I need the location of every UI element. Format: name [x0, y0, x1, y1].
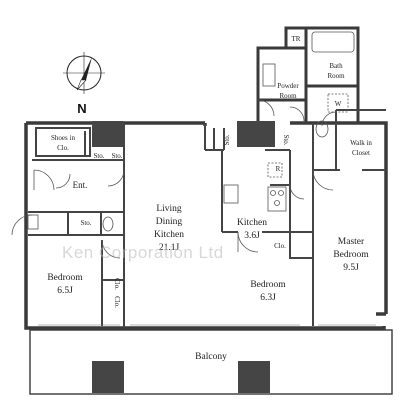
bath-walls [256, 26, 360, 123]
bedroom-left-label: Bedroom [47, 273, 83, 283]
interior-walls [28, 109, 386, 328]
walk-in-closet-label-1: Walk in [350, 139, 372, 147]
entry-shelf [27, 214, 39, 230]
storage-label: Sto. [80, 219, 91, 227]
storage-label: Sto. [282, 134, 290, 145]
column [92, 361, 124, 393]
closet-label: Clo. [113, 278, 121, 290]
toilet-icon [315, 120, 329, 138]
living-label-2: Dining [156, 217, 183, 227]
storage-label: Sto. [93, 152, 104, 160]
bedroom-mid-size: 6.3J [260, 293, 276, 303]
column [92, 121, 123, 147]
living-size: 21.1J [159, 243, 180, 253]
balcony-outline [29, 329, 393, 395]
living-label-1: Living [156, 204, 182, 214]
kitchen-label: Kitchen [237, 218, 267, 228]
bath-room-label-1: Bath [329, 62, 343, 70]
sink-icon [223, 184, 239, 204]
watermark-text: Ken Corporation Ltd [62, 243, 224, 262]
bathtub-icon [311, 31, 355, 53]
storage-label: Sto. [111, 152, 122, 160]
master-bedroom-size: 9.5J [343, 263, 359, 273]
column [237, 121, 275, 147]
refrigerator-icon [267, 162, 283, 178]
master-bedroom-label-1: Master [338, 237, 365, 247]
washer-icon [327, 93, 349, 113]
kitchen-size: 3.6J [244, 231, 260, 241]
shoes-closet-label-2: Clo. [57, 144, 69, 152]
stove-icon [267, 186, 287, 212]
powder-room-label-2: Room [279, 92, 297, 100]
column [238, 361, 270, 393]
storage-label: Sto. [223, 134, 231, 145]
doors [11, 99, 337, 259]
powder-room-label-1: Powder [277, 82, 299, 90]
living-label-3: Kitchen [154, 230, 184, 240]
toilet-icon [102, 216, 114, 232]
shoes-closet-label-1: Shoes in [51, 134, 75, 142]
north-label: N [77, 101, 86, 116]
washer-label: W [335, 100, 342, 108]
bedroom-left-size: 6.5J [57, 286, 73, 296]
closet-label: Clo. [113, 296, 121, 308]
washbasin-icon [262, 63, 276, 87]
bedroom-mid-label: Bedroom [250, 280, 286, 290]
refrigerator-label: R [276, 165, 281, 173]
toilet-room-label: TR [292, 35, 301, 43]
master-bedroom-label-2: Bedroom [333, 250, 369, 260]
entrance-label: Ent. [73, 180, 88, 190]
bath-room-label-2: Room [327, 72, 345, 80]
balcony-label: Balcony [195, 352, 227, 362]
walk-in-closet-label-2: Closet [352, 149, 370, 157]
closet-label: Clo. [274, 242, 286, 250]
compass-icon [63, 52, 105, 94]
